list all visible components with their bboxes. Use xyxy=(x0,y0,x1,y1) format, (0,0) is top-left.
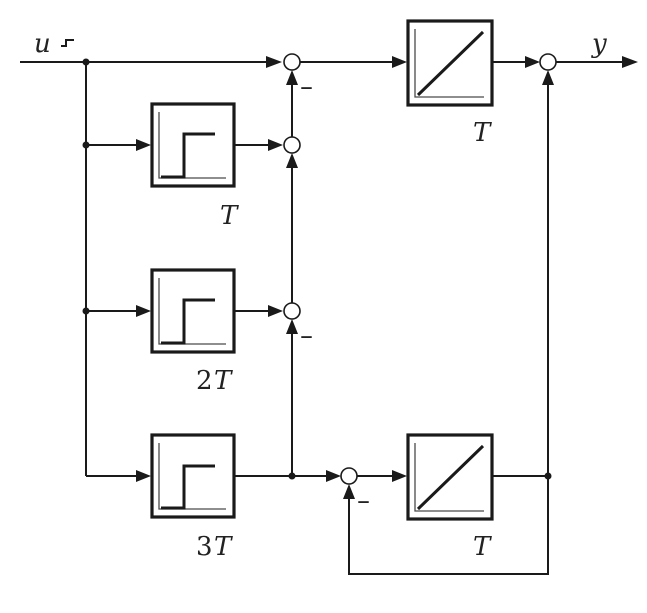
arrow-icon xyxy=(136,305,151,317)
sum-junction-bottom xyxy=(340,467,358,485)
arrow-icon xyxy=(136,139,151,151)
minus-sign: – xyxy=(357,486,370,516)
arrow-icon xyxy=(286,153,298,168)
delay-block-1 xyxy=(150,102,236,188)
integrator-top-label: T xyxy=(473,118,492,148)
arrow-to-sum-top xyxy=(266,56,282,68)
step-delay-icon xyxy=(161,132,215,179)
delay-2-coeff: 2 xyxy=(196,366,213,396)
arrow-icon xyxy=(392,470,407,482)
output-label: y xyxy=(591,29,607,59)
sum-junction-output xyxy=(539,53,557,71)
arrow-icon xyxy=(136,470,151,482)
sum-junction-second xyxy=(283,136,301,154)
arrow-icon xyxy=(286,319,298,334)
step-delay-icon xyxy=(161,464,215,510)
delay-2-label: T xyxy=(214,366,233,396)
arrow-icon xyxy=(343,484,355,499)
delay-3-label: T xyxy=(214,532,233,562)
arrow-icon xyxy=(525,56,540,68)
sum-junction-top xyxy=(283,53,301,71)
delay-block-3 xyxy=(150,433,236,519)
branch-dot xyxy=(82,58,90,66)
arrow-icon xyxy=(286,70,298,85)
delay-block-2 xyxy=(150,268,236,354)
ramp-icon xyxy=(416,444,485,511)
step-input-icon xyxy=(61,39,74,47)
arrow-icon xyxy=(268,305,283,317)
arrow-icon xyxy=(268,139,283,151)
delay-1-label: T xyxy=(220,201,239,231)
minus-sign: – xyxy=(300,321,313,351)
arrow-icon xyxy=(542,70,554,85)
integrator-block-top xyxy=(406,19,494,107)
step-delay-icon xyxy=(161,298,215,345)
output-arrow-icon xyxy=(622,56,638,68)
minus-sign: – xyxy=(300,72,313,102)
delay-3-coeff: 3 xyxy=(196,532,213,562)
input-label: u xyxy=(34,29,51,59)
feedback-wire xyxy=(348,476,549,575)
sum-junction-third xyxy=(283,302,301,320)
integrator-block-bottom xyxy=(406,433,494,521)
integrator-bottom-label: T xyxy=(473,532,492,562)
arrow-icon xyxy=(326,470,341,482)
ramp-icon xyxy=(416,30,485,97)
arrow-icon xyxy=(392,56,407,68)
